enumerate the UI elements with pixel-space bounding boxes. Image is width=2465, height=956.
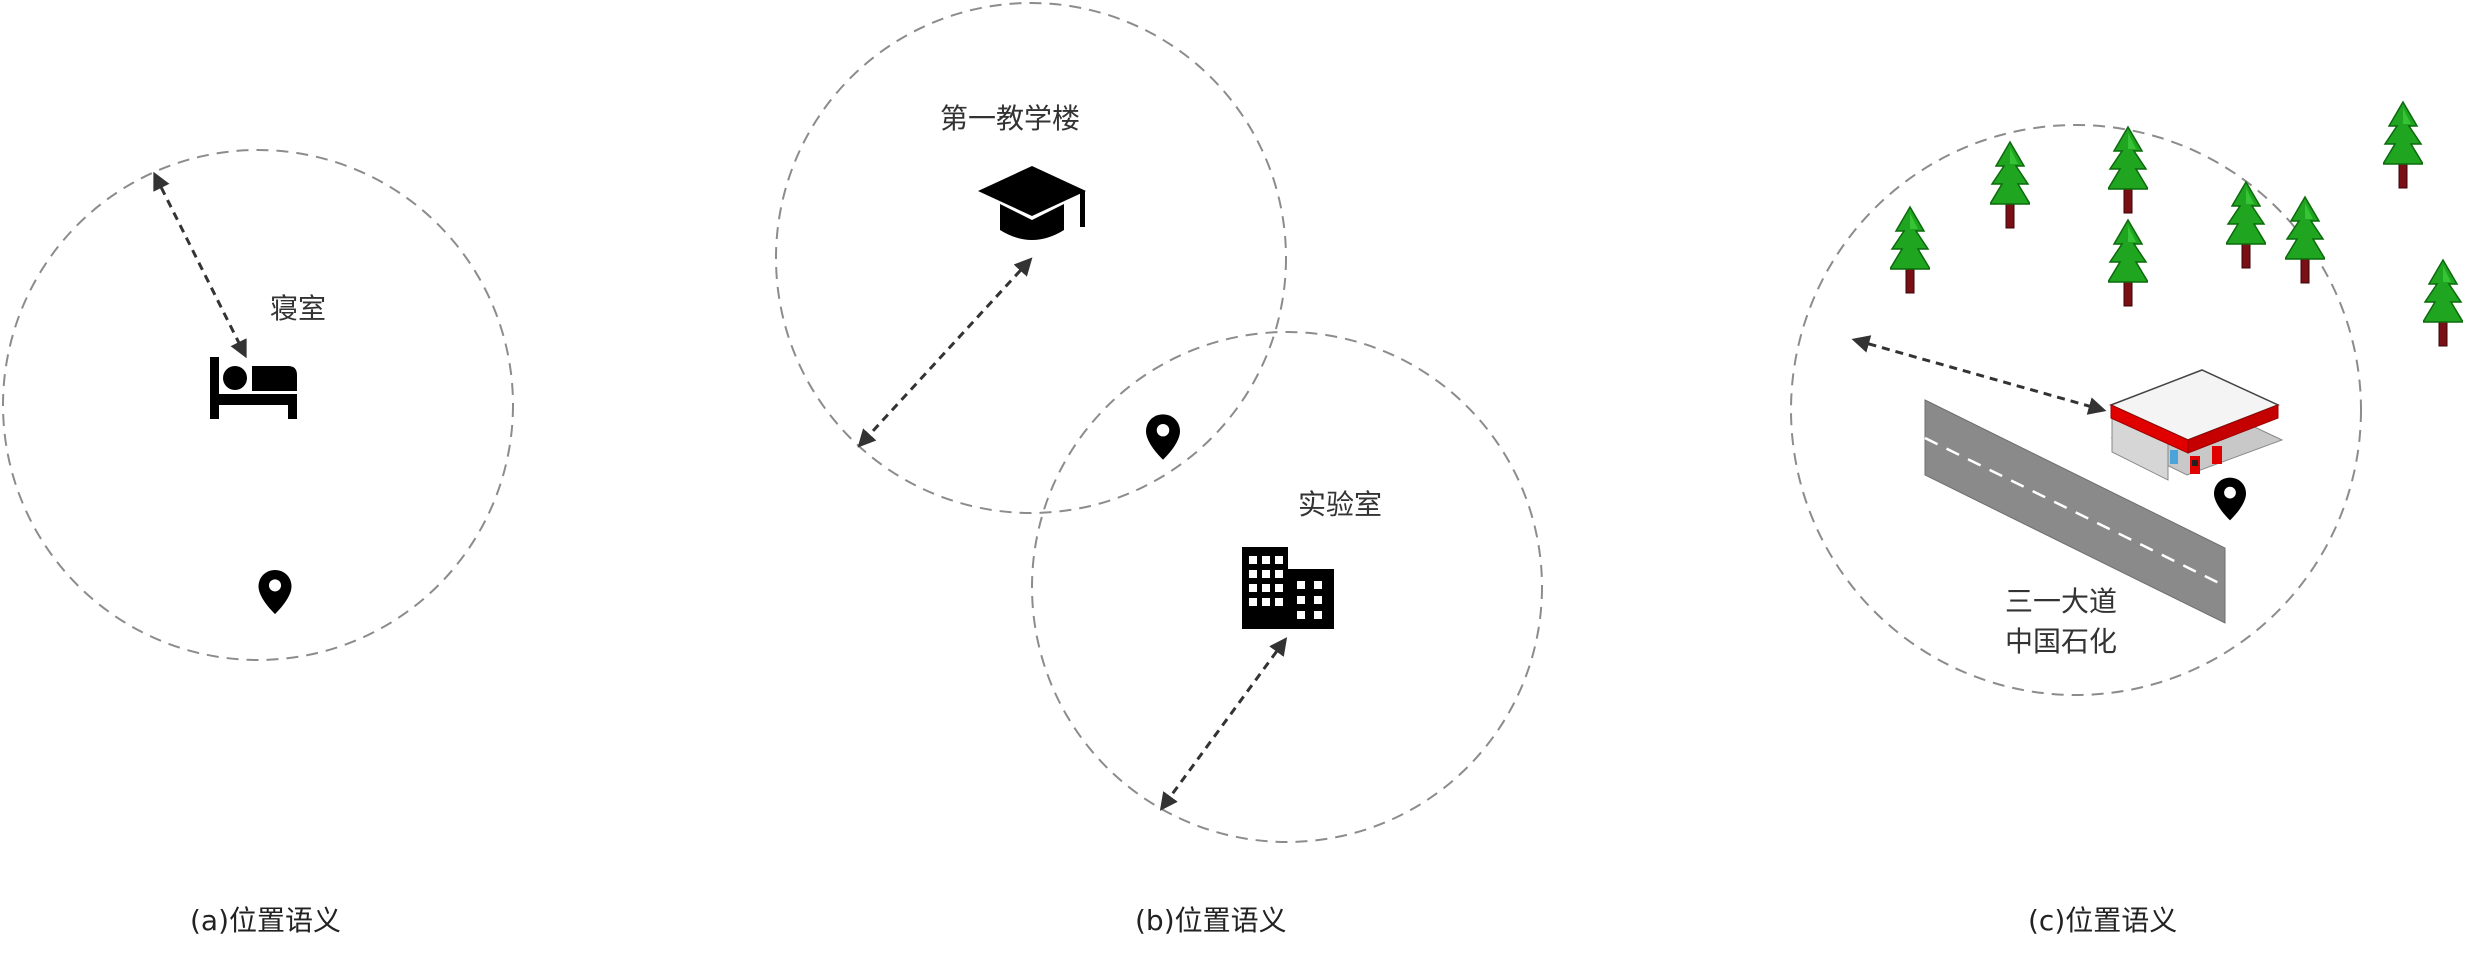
radius-arrow-teaching xyxy=(857,257,1033,448)
building-icon xyxy=(1242,547,1334,629)
graduation-cap-icon xyxy=(978,166,1086,240)
gas-station-icon xyxy=(2109,369,2284,481)
place-label-teaching-building: 第一教学楼 xyxy=(940,102,1080,135)
pine-tree-icon xyxy=(2108,219,2148,307)
range-circle-teaching xyxy=(775,2,1287,514)
pine-tree-icon xyxy=(2383,101,2423,189)
place-label-dorm: 寝室 xyxy=(270,292,326,325)
panel-a: 寝室 (a)位置语义 xyxy=(2,149,514,937)
pine-tree-icon xyxy=(1990,141,2030,229)
map-pin-icon xyxy=(258,570,292,614)
caption-a: (a)位置语义 xyxy=(190,904,341,937)
road-icon xyxy=(1924,399,2226,624)
bed-icon xyxy=(210,357,297,419)
panel-c: 三一大道 中国石化 (c)位置语义 xyxy=(1790,101,2463,937)
pine-tree-icon xyxy=(2285,196,2325,284)
map-pin-icon xyxy=(1146,414,1180,460)
pine-tree-icon xyxy=(2423,259,2463,347)
panel-b: 第一教学楼 实验室 (b)位置语义 xyxy=(775,2,1543,937)
caption-c: (c)位置语义 xyxy=(2028,904,2177,937)
range-circle xyxy=(2,149,514,661)
radius-arrow-lab xyxy=(1159,637,1288,811)
pine-tree-icon xyxy=(1890,206,1930,294)
place-label-gas-station: 中国石化 xyxy=(2005,625,2117,658)
pine-tree-icon xyxy=(2108,126,2148,214)
range-circle-lab xyxy=(1031,331,1543,843)
map-pin-icon xyxy=(2214,477,2246,521)
pine-tree-icon xyxy=(2226,181,2266,269)
place-label-road: 三一大道 xyxy=(2005,585,2117,618)
radius-arrow xyxy=(1851,335,2107,415)
range-circle xyxy=(1790,124,2362,696)
caption-b: (b)位置语义 xyxy=(1135,904,1287,937)
radius-arrow xyxy=(153,171,247,359)
place-label-lab: 实验室 xyxy=(1298,488,1382,521)
